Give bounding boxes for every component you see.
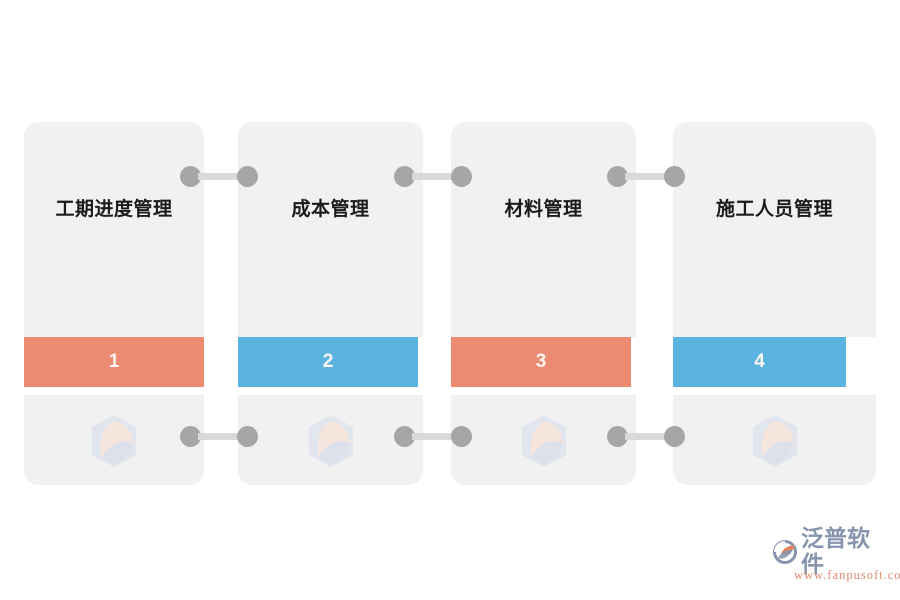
connector-bottom-3-4 [607,425,685,447]
connector-line [625,432,667,440]
connector-line [412,172,454,180]
brand-url: www.fanpusoft.com [794,568,900,582]
process-column-4[interactable]: 施工人员管理 4 [673,122,876,485]
connector-dot-icon [607,165,628,187]
connector-dot-icon [180,425,201,447]
connector-line [412,432,454,440]
process-column-2[interactable]: 成本管理 2 [238,122,423,485]
connector-top-1-2 [180,165,258,187]
step-number: 3 [535,351,547,372]
brand-row: 泛普软件 [772,526,890,578]
connector-dot-icon [451,165,472,187]
connector-bottom-2-3 [394,425,472,447]
step-number-bar[interactable]: 4 [673,337,846,387]
column-title: 材料管理 [504,199,583,220]
connector-dot-icon [664,425,685,447]
card-bottom-panel [451,395,636,485]
brand-watermark: 泛普软件 www.fanpusoft.com [772,526,900,587]
step-number-bar[interactable]: 1 [24,337,204,387]
connector-top-2-3 [394,165,472,187]
connector-line [625,172,667,180]
step-number-bar[interactable]: 2 [238,337,418,387]
connector-line [198,432,240,440]
connector-dot-icon [607,425,628,447]
connector-line [198,172,240,180]
step-number: 2 [322,351,334,372]
fanpu-hexagon-logo-watermark-icon [88,413,140,469]
connector-dot-icon [237,165,258,187]
process-column-3[interactable]: 材料管理 3 [451,122,636,485]
card-bottom-panel [673,395,876,485]
connector-dot-icon [237,425,258,447]
step-number: 4 [754,351,765,372]
connector-dot-icon [394,425,415,447]
card-bottom-panel [238,395,423,485]
card-top-panel [24,122,204,337]
connector-top-3-4 [607,165,685,187]
step-number: 1 [108,351,120,372]
column-title: 施工人员管理 [715,199,833,220]
connector-bottom-1-2 [180,425,258,447]
column-title: 成本管理 [291,199,370,220]
connector-dot-icon [664,165,685,187]
fanpu-hexagon-logo-watermark-icon [305,413,357,469]
brand-name: 泛普软件 [801,526,870,578]
fanpu-hexagon-logo-watermark-icon [749,413,801,469]
card-top-panel [451,122,636,337]
connector-dot-icon [394,165,415,187]
fanpu-hexagon-logo-watermark-icon [518,413,570,469]
process-column-1[interactable]: 工期进度管理 1 [24,122,204,485]
step-number-bar[interactable]: 3 [451,337,631,387]
column-title: 工期进度管理 [55,199,173,220]
connector-dot-icon [451,425,472,447]
connector-dot-icon [180,165,201,187]
fanpu-swoosh-logo-icon [772,539,798,565]
card-top-panel [238,122,423,337]
card-top-panel [673,122,876,337]
card-bottom-panel [24,395,204,485]
